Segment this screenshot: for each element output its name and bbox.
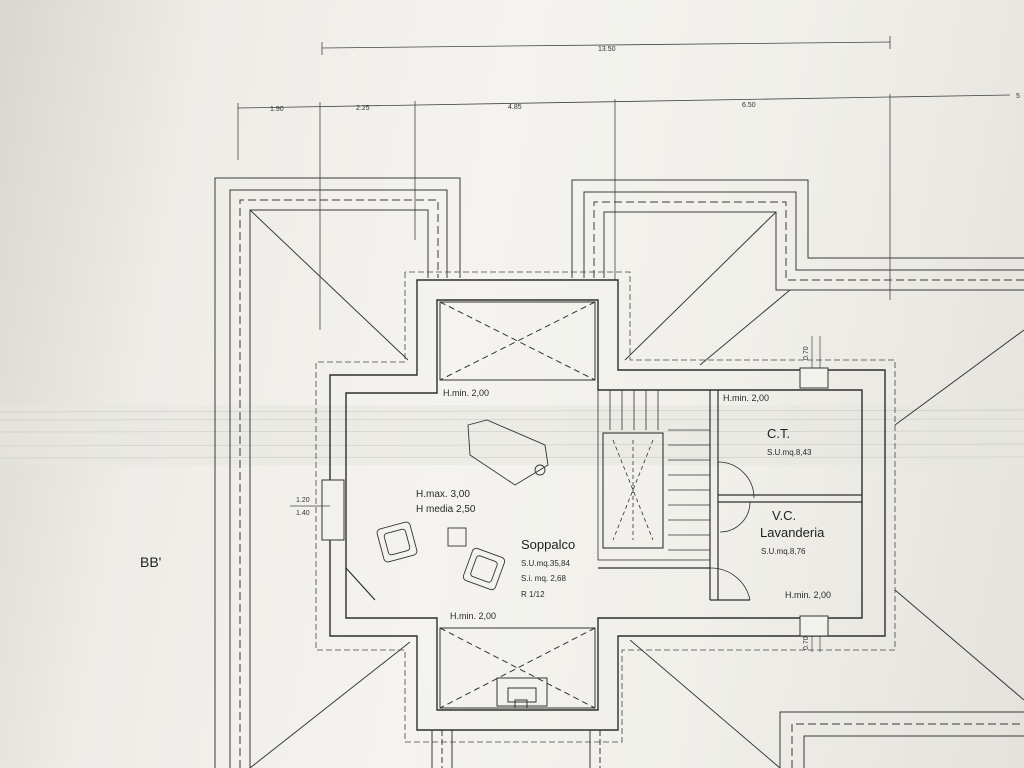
roof-right: [571, 179, 1024, 768]
dim-5: 5: [1016, 93, 1020, 100]
dimension-lines: [237, 36, 1011, 330]
piano-stool-icon: [534, 464, 546, 476]
furniture: [376, 419, 549, 591]
bottom-dim-right: 0.70: [803, 636, 810, 650]
side-table-icon: [447, 527, 467, 547]
room-ct-su: S.U.mq.8,43: [767, 448, 812, 457]
plan-dashed-outline: [315, 271, 896, 743]
room-vc-name2: Lavanderia: [760, 525, 825, 540]
hmedia-label: H media 2,50: [416, 504, 476, 515]
paper-fold-band: [0, 405, 1024, 465]
roof-left: [214, 177, 461, 768]
dim-1: 1.90: [270, 106, 284, 113]
armchair-left-icon: [376, 521, 418, 563]
piano-icon: [467, 419, 549, 486]
dim-4: 6.50: [742, 102, 756, 109]
room-soppalco-r: R 1/12: [521, 590, 545, 599]
room-vc-su: S.U.mq.8,76: [761, 547, 806, 556]
side-dimension-ticks: [290, 336, 821, 652]
fold-lines: [0, 409, 1024, 459]
hmin-top-left: H.min. 2,00: [443, 388, 489, 398]
dim-3: 4.85: [508, 104, 522, 111]
armchair-right-icon: [462, 547, 506, 591]
room-soppalco-si: S.i. mq. 2,68: [521, 574, 566, 583]
stairs: [597, 389, 711, 561]
upper-dormer: [439, 301, 596, 381]
lower-dormer: [439, 627, 596, 709]
dim-overall: 13.50: [598, 46, 616, 53]
hmin-top-right: H.min. 2,00: [723, 393, 769, 403]
side-dim-b: 1.40: [296, 510, 310, 517]
hmin-bottom-left: H.min. 2,00: [450, 611, 496, 621]
room-soppalco-su: S.U.mq.35,84: [521, 559, 570, 568]
hmax-label: H.max. 3,00: [416, 489, 470, 500]
room-vc-name1: V.C.: [772, 508, 796, 523]
section-mark: BB': [140, 554, 161, 570]
side-dim-a: 1.20: [296, 497, 310, 504]
roof-bottom: [431, 730, 601, 768]
wall-openings: [321, 367, 829, 637]
hmin-bottom-right: H.min. 2,00: [785, 590, 831, 600]
room-ct-name: C.T.: [767, 426, 790, 441]
dim-2: 2.25: [356, 105, 370, 112]
outer-walls: [329, 279, 886, 731]
room-soppalco-name: Soppalco: [521, 537, 575, 552]
top-dim-right: 0.70: [803, 346, 810, 360]
